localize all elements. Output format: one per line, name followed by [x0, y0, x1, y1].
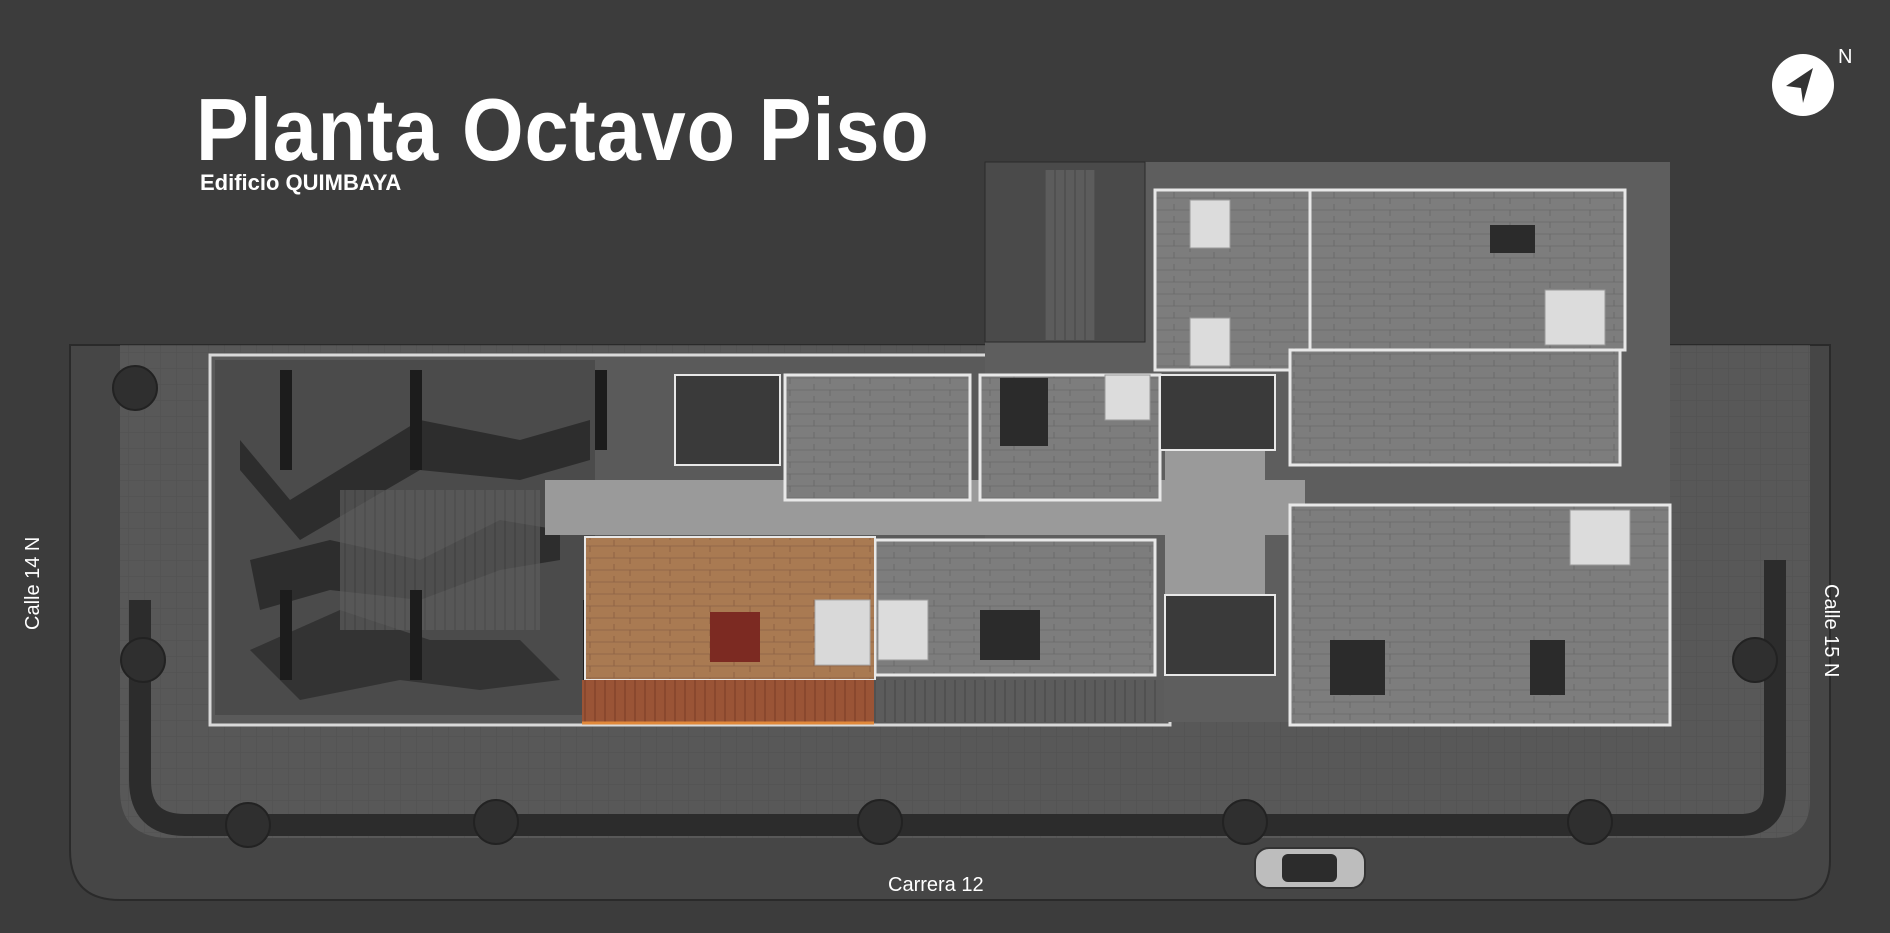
cores: [674, 374, 1276, 676]
street-label-bottom: Carrera 12: [888, 874, 984, 896]
unit-east-mid: [1288, 348, 1622, 467]
street-label-left: Calle 14 N: [22, 536, 44, 630]
green-roof-path-3: [250, 610, 560, 700]
page-subtitle: Edificio QUIMBAYA: [200, 170, 402, 195]
north-letter: N: [1838, 46, 1853, 68]
car-icon: [1254, 847, 1366, 889]
street-trees: [112, 365, 1778, 848]
highlighted-unit-balcony: [582, 680, 874, 722]
street-label-right: Calle 15 N: [1820, 584, 1842, 678]
page-title: Planta Octavo Piso: [196, 80, 930, 179]
north-arrow-icon: [1786, 68, 1813, 103]
green-roof-deck: [340, 490, 540, 630]
hedge-strip: [129, 560, 1786, 836]
roof-garden-deck: [1045, 170, 1095, 340]
balcony-grey: [874, 680, 1164, 722]
furniture: [877, 199, 1631, 661]
highlighted-bed: [814, 599, 871, 666]
dark-furniture: [980, 225, 1565, 695]
unit-mid-a: [783, 373, 972, 502]
compass-badge: [1772, 52, 1834, 114]
green-roof-path-1: [240, 420, 590, 540]
highlighted-rug: [710, 612, 760, 662]
unit-top-left: [1153, 188, 1312, 372]
